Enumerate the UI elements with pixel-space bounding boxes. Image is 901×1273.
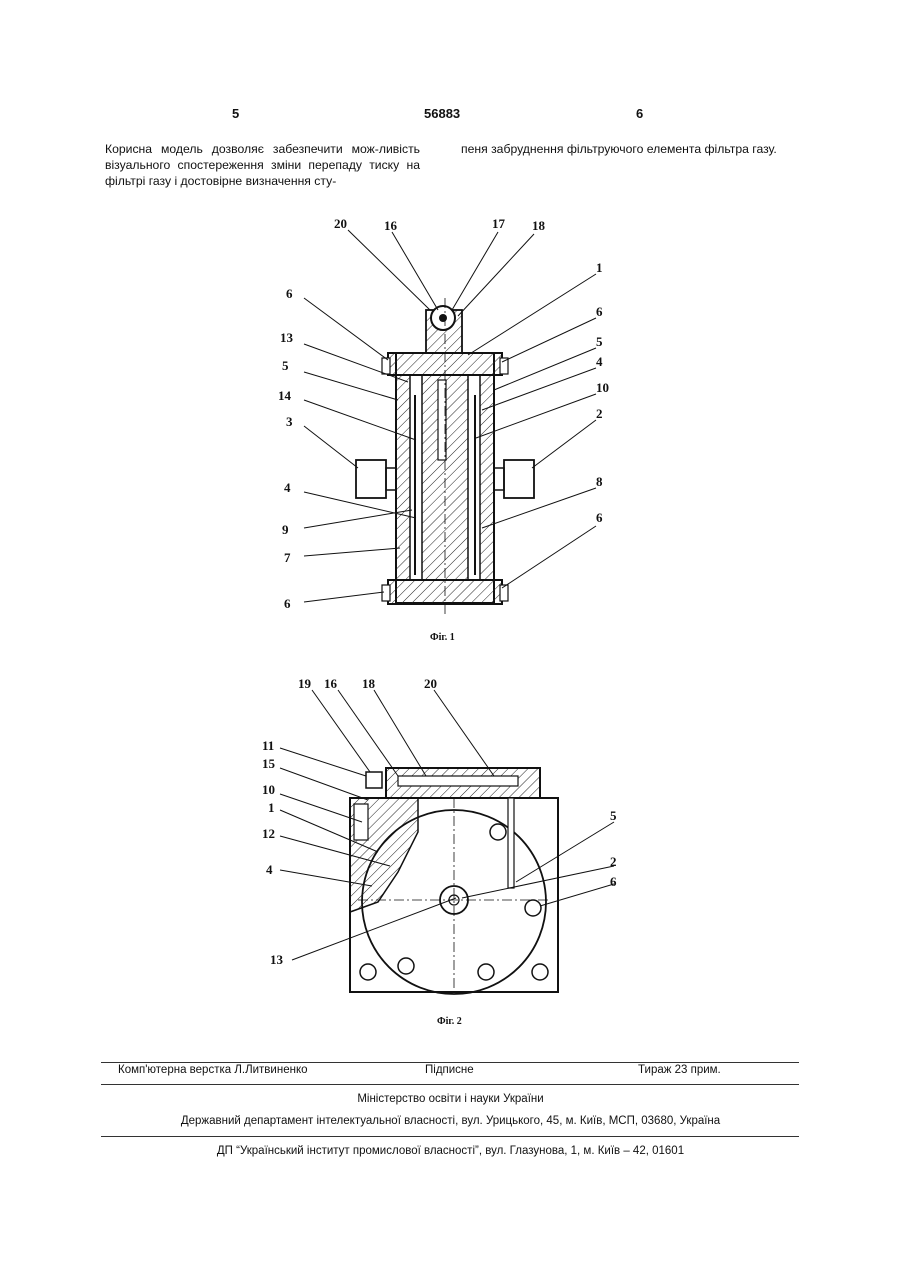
footer-institute: ДП “Український інститут промислової вла… — [0, 1145, 901, 1157]
fig2-label: 5 — [610, 808, 617, 823]
fig2-label: 16 — [324, 676, 338, 691]
fig1-label: 5 — [596, 334, 603, 349]
fig1-label: 17 — [492, 216, 506, 231]
fig1-label: 2 — [596, 406, 603, 421]
fig2-label: 11 — [262, 738, 274, 753]
fig2-label: 20 — [424, 676, 437, 691]
page-number-right: 6 — [636, 106, 643, 121]
patent-number: 56883 — [424, 106, 460, 121]
fig1-label: 18 — [532, 218, 546, 233]
fig2-label: 12 — [262, 826, 275, 841]
fig1-label: 7 — [284, 550, 291, 565]
fig2-label: 6 — [610, 874, 617, 889]
fig1-port-left — [356, 460, 386, 498]
fig1-label: 3 — [286, 414, 293, 429]
text-column-left: Корисна модель дозволяє забезпечити мож-… — [105, 141, 420, 189]
fig2-label: 2 — [610, 854, 617, 869]
fig1-port-right — [504, 460, 534, 498]
fig1-label: 10 — [596, 380, 609, 395]
fig1-label: 6 — [596, 304, 603, 319]
footer-ministry: Міністерство освіти і науки України — [0, 1093, 901, 1105]
footer-signed: Підписне — [425, 1064, 474, 1076]
fig1-label: 5 — [282, 358, 289, 373]
figure-2-drawing: 19 16 18 20 11 15 10 1 5 12 2 4 6 13 — [258, 672, 638, 1002]
figure-1-caption: Фіг. 1 — [430, 632, 455, 643]
fig1-label: 4 — [596, 354, 603, 369]
fig1-label: 8 — [596, 474, 603, 489]
fig1-label: 4 — [284, 480, 291, 495]
fig1-label: 6 — [596, 510, 603, 525]
footer-rule-top — [101, 1062, 799, 1063]
fig1-label: 9 — [282, 522, 289, 537]
figure-1-drawing: 20 16 17 18 1 6 6 13 5 5 4 14 10 3 2 4 8… — [270, 210, 640, 620]
fig2-label: 1 — [268, 800, 275, 815]
footer-layout-credit: Комп'ютерна верстка Л.Литвиненко — [118, 1064, 308, 1076]
figure-2-caption: Фіг. 2 — [437, 1016, 462, 1027]
page-number-left: 5 — [232, 106, 239, 121]
fig2-label: 4 — [266, 862, 273, 877]
fig1-label: 6 — [284, 596, 291, 611]
footer-rule-bottom — [101, 1136, 799, 1137]
footer-circulation: Тираж 23 прим. — [638, 1064, 721, 1076]
fig1-label: 14 — [278, 388, 292, 403]
fig1-label: 20 — [334, 216, 347, 231]
fig1-label: 13 — [280, 330, 294, 345]
footer-rule-middle — [101, 1084, 799, 1085]
fig1-left-wall — [396, 375, 410, 580]
text-column-right: пеня забруднення фільтруючого елемента ф… — [461, 141, 786, 157]
fig2-label: 19 — [298, 676, 312, 691]
fig1-label: 16 — [384, 218, 398, 233]
fig1-label: 1 — [596, 260, 603, 275]
fig2-label: 10 — [262, 782, 275, 797]
footer-department: Державний департамент інтелектуальної вл… — [0, 1115, 901, 1127]
fig1-right-wall — [480, 375, 494, 580]
fig2-label: 18 — [362, 676, 376, 691]
fig2-label: 15 — [262, 756, 276, 771]
fig1-label: 6 — [286, 286, 293, 301]
fig2-label: 13 — [270, 952, 284, 967]
